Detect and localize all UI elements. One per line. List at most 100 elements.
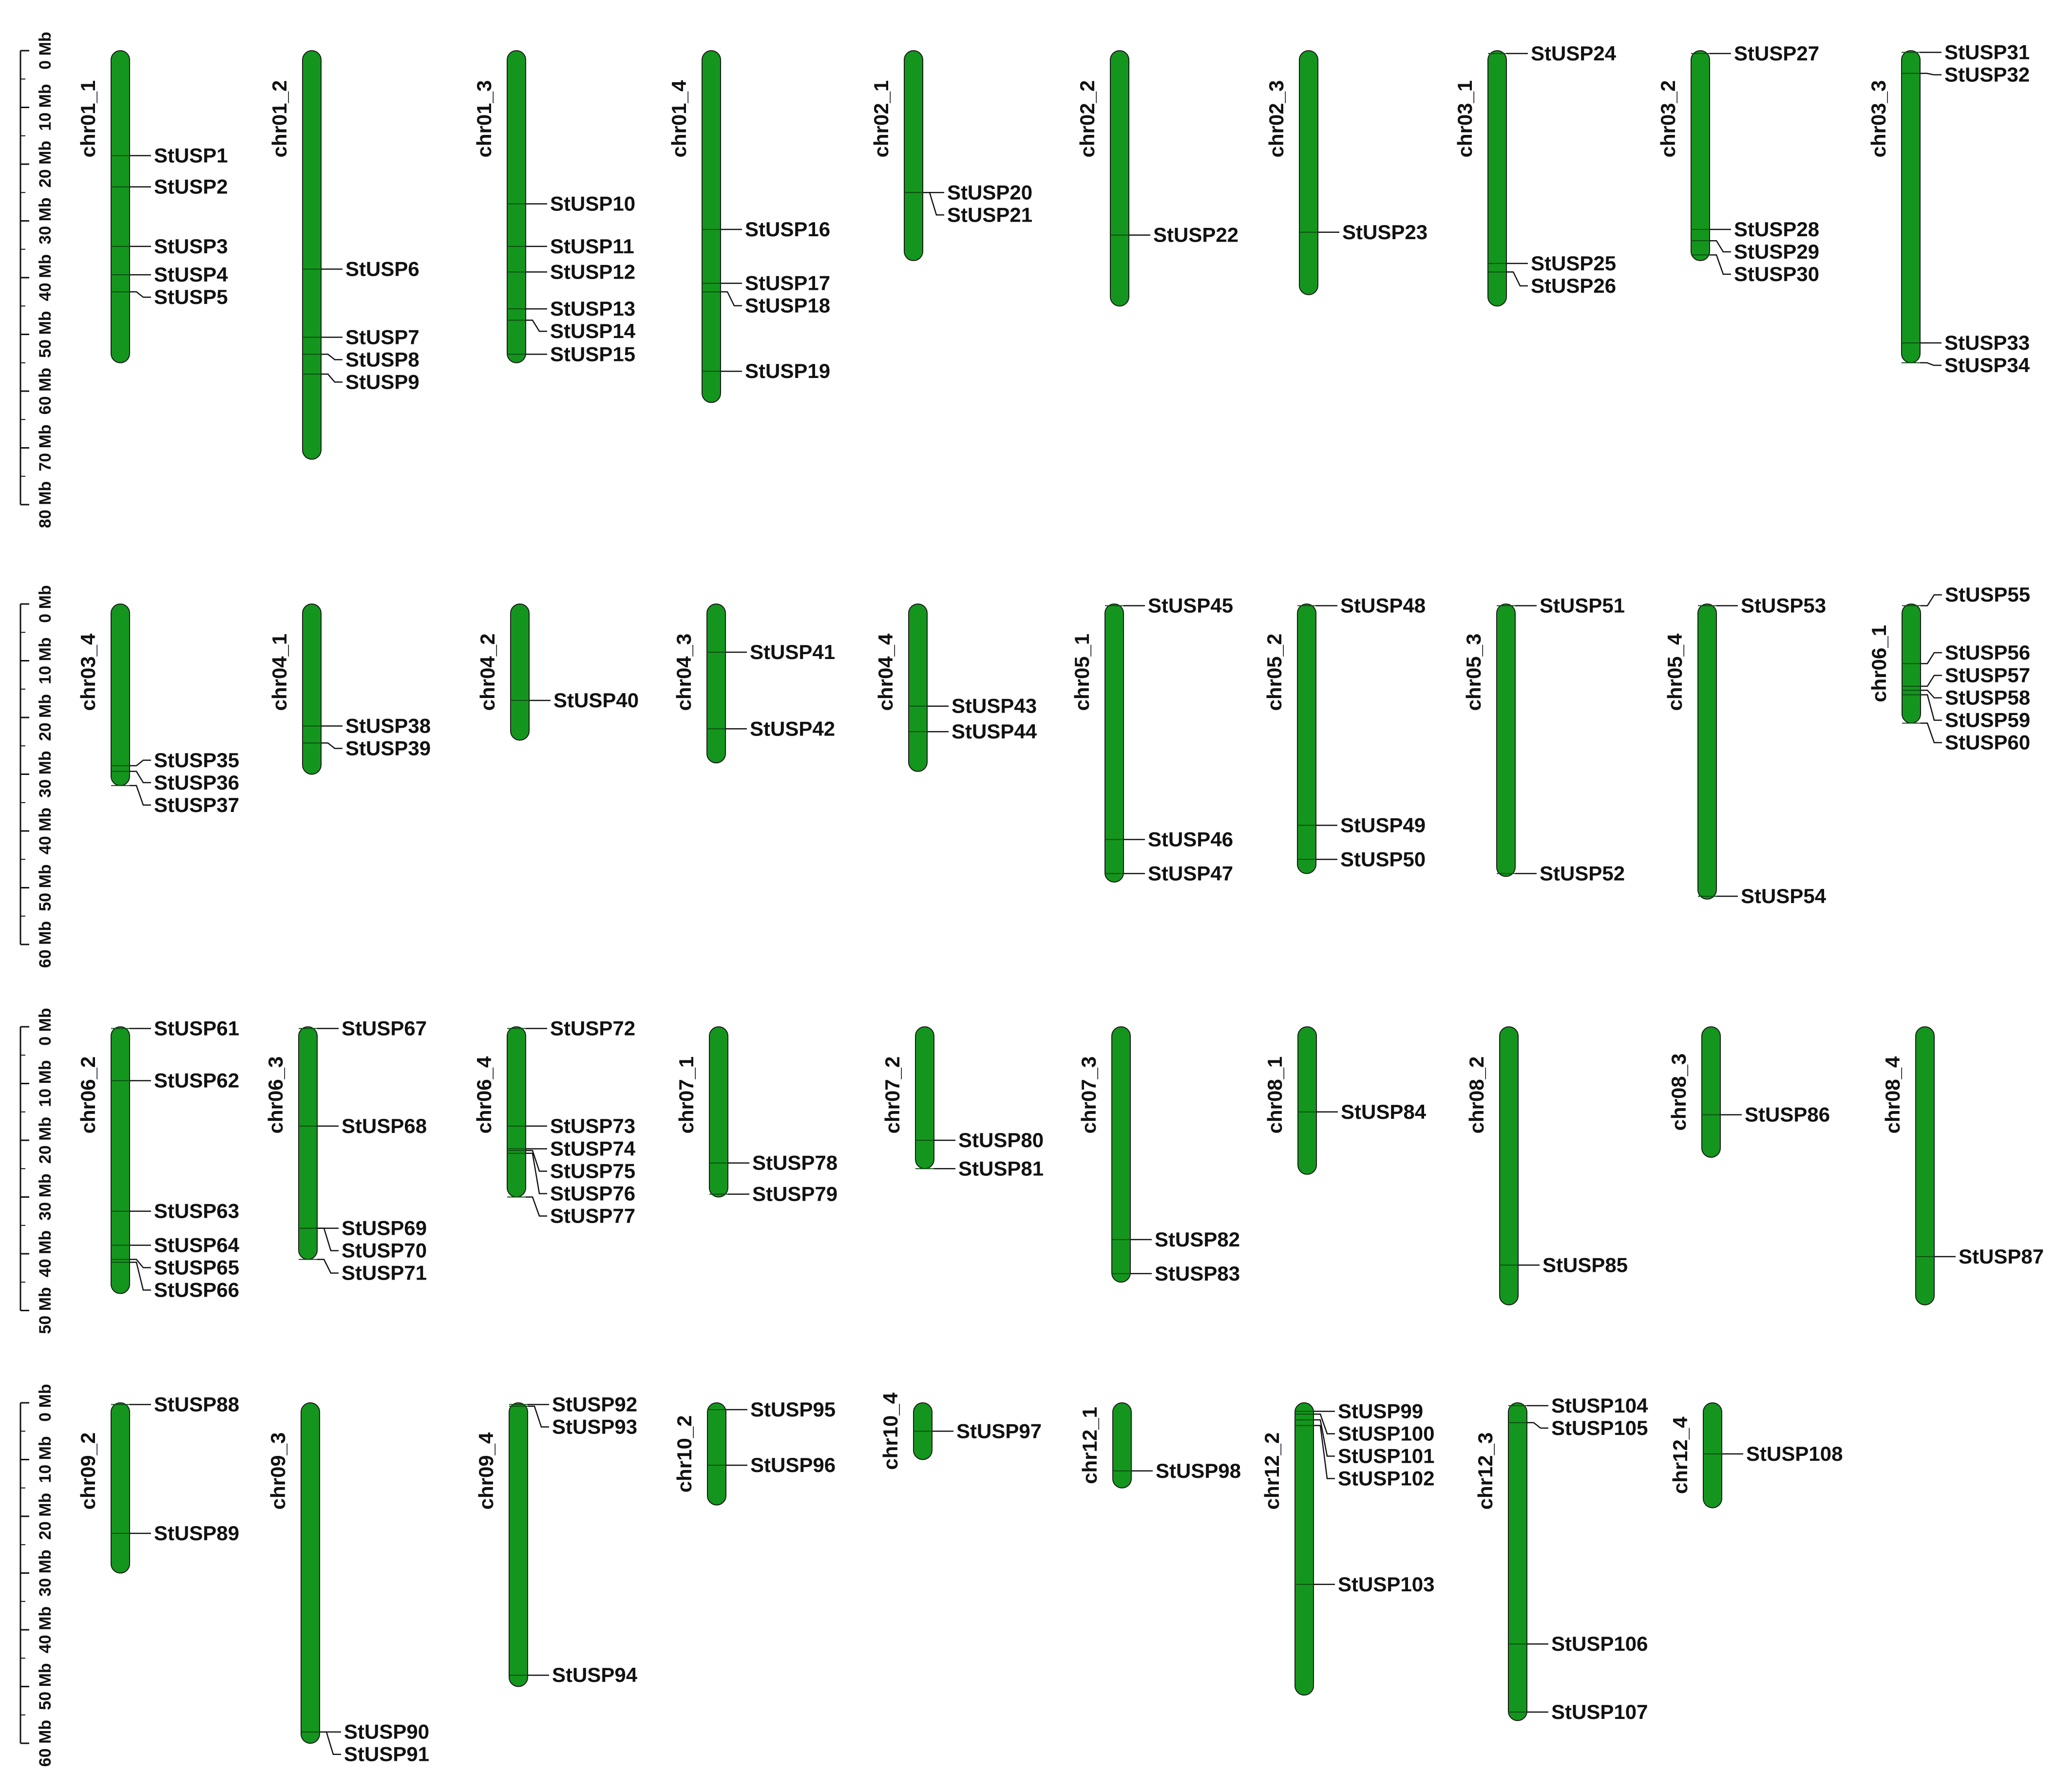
gene-label: StUSP23 [1342,221,1428,244]
gene-label: StUSP96 [750,1453,836,1476]
gene-label: StUSP55 [1945,583,2030,606]
gene-label: StUSP15 [550,342,635,365]
gene-leader-line [317,1259,339,1274]
gene-label: StUSP99 [1338,1399,1423,1422]
gene-label: StUSP13 [550,297,635,320]
chromosome-bar [1691,50,1710,262]
gene-leader-line [1921,689,1942,698]
gene-label: StUSP53 [1741,594,1826,617]
gene-leader-line [321,354,343,360]
gene-leader-line [130,771,151,784]
gene-label: StUSP72 [550,1017,635,1039]
gene-label: StUSP79 [752,1183,838,1206]
chromosome-bar [707,1402,726,1506]
gene-label: StUSP6 [345,258,419,281]
chromosome-name: chr06_4 [473,1056,495,1133]
gene-leader-line [1921,675,1942,687]
gene-label: StUSP78 [752,1151,838,1174]
chromosome-bar [702,50,721,403]
gene-leader-line [1314,1414,1335,1434]
gene-label: StUSP87 [1959,1245,2044,1268]
ruler-tick-label: 60 Mb [36,1720,55,1767]
gene-leader-line [317,1227,339,1251]
gene-label: StUSP8 [345,348,419,371]
chromosome-name: chr05_3 [1462,634,1485,711]
gene-leader-line [130,1259,151,1268]
ruler-tick-label: 40 Mb [36,254,55,301]
gene-label: StUSP49 [1340,813,1426,836]
gene-label: StUSP32 [1944,63,2030,86]
chromosome-name: chr10_2 [673,1415,696,1492]
gene-label: StUSP75 [550,1159,635,1182]
chromosome-bar [1112,1402,1132,1489]
chromosome-name: chr05_2 [1263,634,1286,711]
chromosome-name: chr03_3 [1867,80,1890,158]
ruler-tick-label: 30 Mb [36,1549,55,1596]
chromosome-name: chr12_2 [1260,1433,1283,1510]
chromosome-bar [510,604,530,741]
gene-label: StUSP108 [1746,1442,1843,1465]
gene-label: StUSP27 [1734,42,1819,65]
gene-label: StUSP12 [550,260,635,283]
chromosome-bar [1697,604,1717,900]
chromosome-bar [1915,1026,1935,1305]
gene-label: StUSP70 [342,1239,427,1262]
gene-leader-line [923,192,944,216]
gene-label: StUSP7 [345,325,419,348]
gene-label: StUSP11 [550,235,634,258]
gene-label: StUSP74 [550,1137,636,1160]
chromosome-name: chr03_4 [76,633,99,711]
gene-label: StUSP71 [342,1262,427,1284]
gene-label: StUSP30 [1734,263,1819,285]
gene-label: StUSP20 [947,181,1032,204]
gene-label: StUSP19 [745,359,830,382]
gene-label: StUSP77 [550,1204,635,1227]
ruler-tick-label: 20 Mb [36,1493,55,1540]
chromosome-name: chr02_3 [1265,80,1288,158]
chromosome-bar [1508,1402,1527,1721]
gene-leader-line [1921,722,1942,743]
chromosome-bar [915,1026,934,1170]
chromosome-name: chr01_2 [268,80,291,158]
gene-label: StUSP41 [750,641,835,663]
gene-label: StUSP81 [958,1157,1044,1180]
chromosome-bar [507,1026,526,1198]
gene-label: StUSP3 [154,235,228,258]
chromosome-name: chr12_1 [1078,1407,1101,1484]
gene-leader-line [130,1262,151,1291]
chromosome-bar [1297,604,1316,874]
gene-leader-line [526,1152,547,1194]
ruler-tick-label: 80 Mb [36,481,55,528]
chromosome-name: chr08_1 [1263,1056,1286,1134]
gene-label: StUSP39 [345,736,431,759]
gene-label: StUSP45 [1148,594,1233,617]
gene-leader-line [1314,1425,1335,1479]
gene-label: StUSP69 [342,1217,427,1240]
gene-label: StUSP86 [1745,1103,1830,1126]
gene-label: StUSP65 [154,1256,239,1279]
gene-label: StUSP62 [154,1069,239,1092]
gene-label: StUSP100 [1338,1422,1434,1445]
chromosome-name: chr05_1 [1070,634,1093,711]
chromosome-bar [709,1026,728,1198]
chromosome-bar [111,1026,130,1294]
gene-label: StUSP102 [1338,1467,1434,1490]
gene-label: StUSP38 [345,714,431,737]
gene-label: StUSP106 [1551,1632,1648,1655]
gene-leader-line [1710,240,1731,253]
gene-label: StUSP33 [1944,331,2030,354]
chromosome-bar [111,604,130,786]
chromosome-name: chr08_2 [1465,1056,1488,1134]
ruler-tick-label: 60 Mb [36,921,55,968]
gene-label: StUSP93 [552,1415,637,1438]
chromosome-bar [1703,1402,1722,1509]
ruler-tick-label: 50 Mb [36,1663,55,1710]
gene-label: StUSP34 [1944,354,2030,377]
ruler-tick-label: 10 Mb [36,84,55,131]
chromosome-bar [301,1402,320,1744]
gene-label: StUSP17 [745,272,830,295]
chromosome-name: chr01_4 [667,80,690,157]
chromosome-name: chr04_2 [476,633,499,711]
gene-leader-line [130,785,151,806]
gene-leader-line [526,1150,547,1172]
